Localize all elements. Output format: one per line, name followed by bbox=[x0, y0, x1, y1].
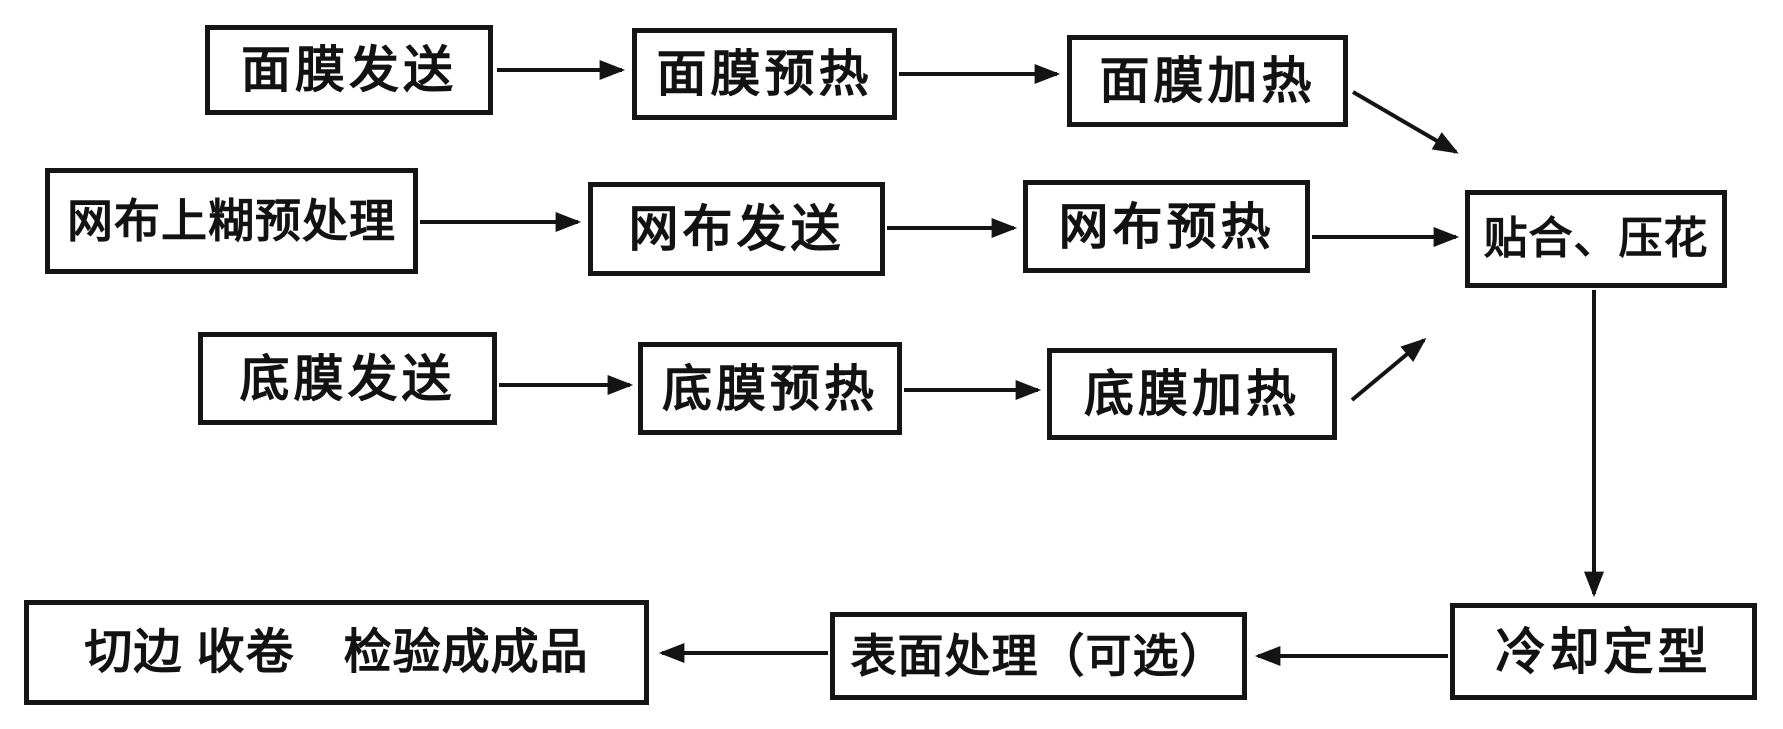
node-base-film-send: 底膜发送 bbox=[198, 332, 497, 425]
node-base-film-preheat: 底膜预热 bbox=[638, 342, 902, 435]
node-mesh-paste-pretreat-label: 网布上糊预处理 bbox=[67, 195, 396, 247]
edge-face-film-heat-to-laminate bbox=[1351, 90, 1459, 154]
node-surface-treatment: 表面处理（可选） bbox=[830, 612, 1247, 700]
node-mesh-send: 网布发送 bbox=[588, 182, 885, 276]
node-base-film-heat-label: 底膜加热 bbox=[1084, 366, 1300, 422]
node-face-film-preheat: 面膜预热 bbox=[632, 28, 897, 120]
node-face-film-send: 面膜发送 bbox=[205, 25, 493, 115]
node-trim-wind-inspect: 切边 收卷 检验成成品 bbox=[24, 600, 649, 705]
node-mesh-send-label: 网布发送 bbox=[628, 201, 845, 257]
node-mesh-preheat-label: 网布预热 bbox=[1058, 198, 1275, 255]
node-base-film-send-label: 底膜发送 bbox=[239, 350, 456, 407]
node-face-film-send-label: 面膜发送 bbox=[241, 42, 457, 98]
edge-base-film-heat-to-laminate bbox=[1350, 337, 1427, 402]
node-face-film-heat-label: 面膜加热 bbox=[1099, 53, 1316, 109]
node-mesh-paste-pretreat: 网布上糊预处理 bbox=[45, 168, 418, 274]
node-base-film-heat: 底膜加热 bbox=[1047, 348, 1337, 440]
node-surface-treatment-label: 表面处理（可选） bbox=[850, 630, 1227, 682]
node-base-film-preheat-label: 底膜预热 bbox=[662, 360, 878, 417]
node-face-film-preheat-label: 面膜预热 bbox=[656, 46, 873, 102]
node-laminate-emboss-label: 贴合、压花 bbox=[1483, 214, 1709, 263]
node-mesh-preheat: 网布预热 bbox=[1023, 180, 1310, 273]
node-laminate-emboss: 贴合、压花 bbox=[1465, 190, 1727, 288]
node-trim-wind-inspect-label: 切边 收卷 检验成成品 bbox=[84, 625, 589, 679]
node-cool-set-label: 冷却定型 bbox=[1495, 623, 1712, 680]
node-cool-set: 冷却定型 bbox=[1450, 603, 1757, 700]
node-face-film-heat: 面膜加热 bbox=[1067, 35, 1348, 127]
